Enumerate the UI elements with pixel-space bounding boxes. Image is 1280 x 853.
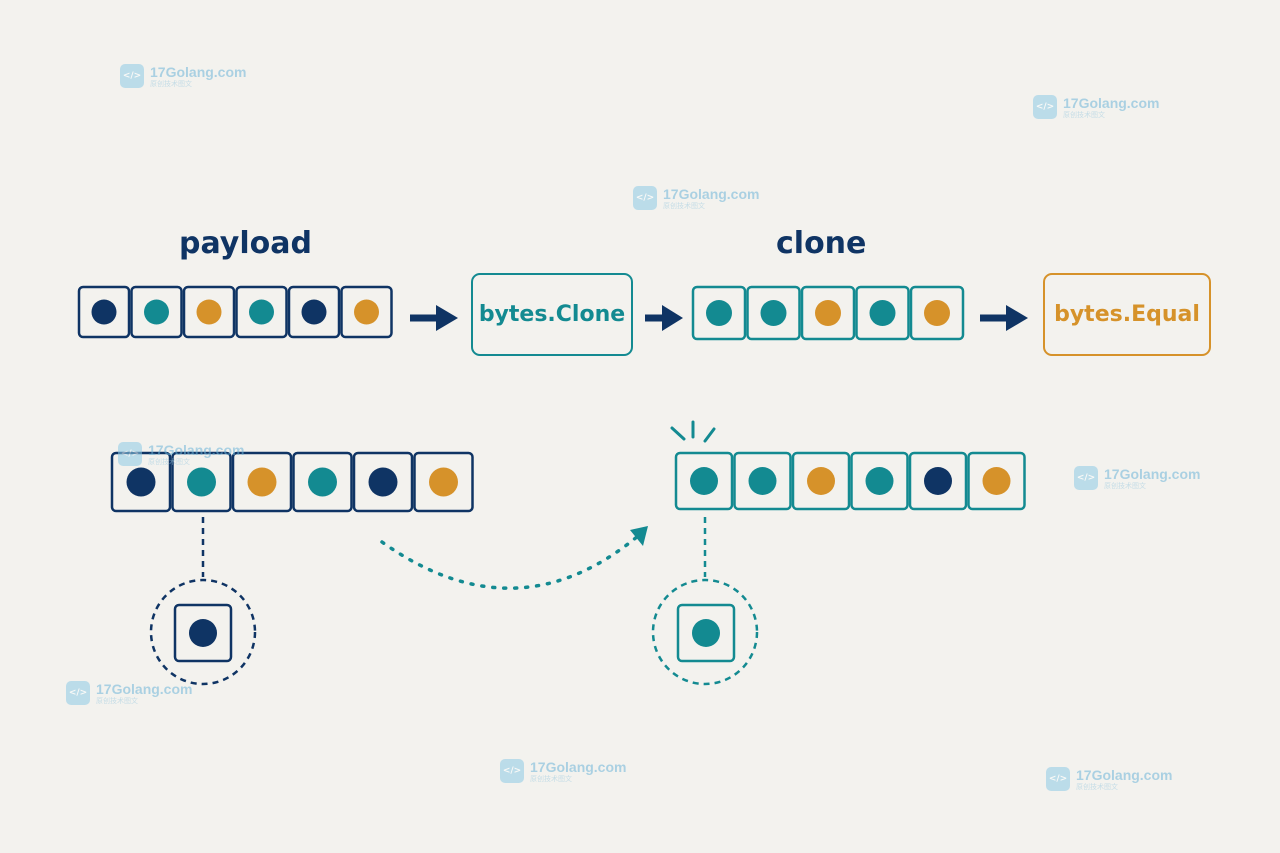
top-payload-byte-dot bbox=[196, 299, 222, 325]
bottom-payload-byte-dot bbox=[368, 467, 398, 497]
arrow-right-icon bbox=[980, 305, 1028, 331]
bottom-clone-byte-dot bbox=[924, 467, 952, 495]
top-clone-byte-dot bbox=[869, 300, 896, 326]
copy-arrow bbox=[380, 528, 647, 590]
bottom-clone-byte-dot bbox=[690, 467, 718, 495]
bottom-payload-byte-dot bbox=[308, 467, 337, 497]
detail-clone-byte-dot bbox=[692, 619, 720, 647]
bottom-clone-byte-dot bbox=[807, 467, 835, 495]
top-clone-byte-dot bbox=[706, 300, 732, 326]
top-payload-byte-dot bbox=[249, 299, 274, 325]
top-clone-byte-dot bbox=[815, 300, 841, 326]
top-clone-byte-dot bbox=[760, 300, 787, 326]
arrow-right-icon bbox=[645, 305, 683, 331]
detail-clone-array bbox=[676, 603, 736, 663]
detail-payload-byte-dot bbox=[189, 619, 217, 647]
top-clone-array bbox=[691, 285, 965, 341]
arrow-right-icon bbox=[410, 305, 458, 331]
detail-payload-array bbox=[173, 603, 233, 663]
bottom-clone-array bbox=[674, 451, 1026, 511]
top-clone-byte-dot bbox=[924, 300, 950, 326]
bottom-payload-array bbox=[110, 451, 474, 513]
spark-icon bbox=[670, 420, 716, 443]
bytes-clone-box: bytes.Clone bbox=[471, 273, 633, 356]
bottom-payload-byte-dot bbox=[429, 467, 458, 497]
byte-arrays bbox=[77, 285, 1026, 663]
copy-arrowhead-icon bbox=[630, 526, 648, 546]
top-payload-byte-dot bbox=[91, 299, 117, 325]
bottom-payload-byte-dot bbox=[126, 467, 156, 497]
bytes-equal-box: bytes.Equal bbox=[1043, 273, 1211, 356]
bottom-clone-byte-dot bbox=[982, 467, 1011, 495]
top-payload-byte-dot bbox=[354, 299, 379, 325]
bottom-clone-byte-dot bbox=[865, 467, 894, 495]
bottom-payload-byte-dot bbox=[247, 467, 277, 497]
top-payload-byte-dot bbox=[144, 299, 169, 325]
bottom-payload-byte-dot bbox=[187, 467, 216, 497]
clone-label: clone bbox=[776, 226, 867, 261]
payload-label: payload bbox=[179, 226, 312, 261]
top-payload-byte-dot bbox=[301, 299, 327, 325]
top-payload-array bbox=[77, 285, 393, 339]
payload-detail-ring bbox=[149, 578, 257, 686]
bottom-clone-byte-dot bbox=[748, 467, 777, 495]
clone-detail-ring bbox=[651, 578, 759, 686]
